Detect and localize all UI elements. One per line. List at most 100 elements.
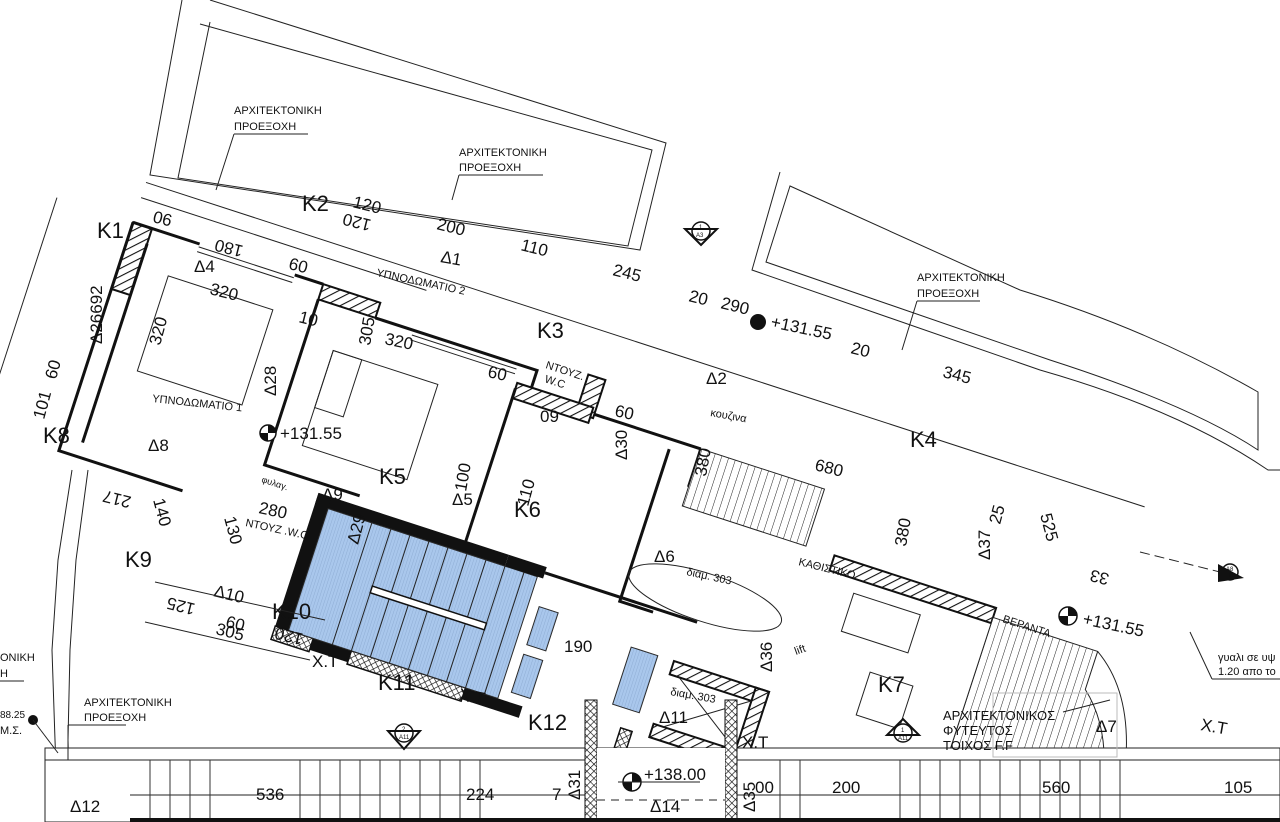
svg-text:Δ6: Δ6 xyxy=(654,547,675,566)
svg-text:ΑΡΧΙΤΕΚΤΟΝΙΚΗ: ΑΡΧΙΤΕΚΤΟΝΙΚΗ xyxy=(459,147,547,159)
svg-text:γυαλι σε υψ: γυαλι σε υψ xyxy=(1218,652,1276,664)
svg-text:00: 00 xyxy=(755,778,774,797)
svg-text:Μ.Σ.: Μ.Σ. xyxy=(0,725,22,737)
note-projection-3: ΑΡΧΙΤΕΚΤΟΝΙΚΗ ΠΡΟΕΞΟΧΗ xyxy=(901,272,1005,351)
svg-text:+138.00: +138.00 xyxy=(644,765,706,784)
dimensions-wc: 09 60 100 110 280 xyxy=(257,401,635,522)
corridor-width-1: διαμ. 303 xyxy=(685,566,732,587)
svg-text:190: 190 xyxy=(564,637,592,656)
svg-text:60: 60 xyxy=(486,362,508,385)
svg-text:60: 60 xyxy=(42,358,65,381)
svg-text:125: 125 xyxy=(165,593,197,618)
svg-text:ΠΡΟΕΞΟΧΗ: ΠΡΟΕΞΟΧΗ xyxy=(459,162,521,174)
level-marker-entry: +138.00 xyxy=(618,765,706,792)
svg-text:ΠΡΟΕΞΟΧΗ: ΠΡΟΕΞΟΧΗ xyxy=(917,288,979,300)
level-marker-balcony: +131.55 xyxy=(750,312,834,344)
svg-text:+131.55: +131.55 xyxy=(769,312,834,343)
svg-text:K10: K10 xyxy=(272,599,311,624)
svg-text:560: 560 xyxy=(1042,778,1070,797)
svg-text:20: 20 xyxy=(849,338,872,361)
svg-text:K6: K6 xyxy=(514,497,541,522)
svg-text:280: 280 xyxy=(257,498,289,522)
svg-text:10: 10 xyxy=(297,307,320,330)
svg-text:320: 320 xyxy=(208,279,240,304)
svg-text:ΑΡΧΙΤΕΚΤΟΝΙΚΗ: ΑΡΧΙΤΕΚΤΟΝΙΚΗ xyxy=(234,105,322,117)
svg-text:Δ5: Δ5 xyxy=(452,490,473,509)
svg-text:ΤΟΙΧΟΣ F.F: ΤΟΙΧΟΣ F.F xyxy=(943,738,1013,753)
corridor-width-2: διαμ. 303 xyxy=(669,686,716,706)
svg-text:345: 345 xyxy=(941,362,973,387)
level-marker-veranda: +131.55 xyxy=(1058,606,1146,641)
svg-text:K9: K9 xyxy=(125,547,152,572)
note-projection-2: ΑΡΧΙΤΕΚΤΟΝΙΚΗ ΠΡΟΕΞΟΧΗ xyxy=(451,147,547,201)
svg-text:09: 09 xyxy=(287,254,310,277)
svg-text:A3: A3 xyxy=(696,233,704,239)
note-planter-wall: ΑΡΧΙΤΕΚΤΟΝΙΚΟΣ ΦΥΤΕΥΤΟΣ ΤΟΙΧΟΣ F.F xyxy=(943,692,1118,758)
svg-text:Δ2: Δ2 xyxy=(706,369,727,388)
svg-text:Δ10: Δ10 xyxy=(212,581,246,607)
svg-text:680: 680 xyxy=(813,455,845,480)
svg-text:A11: A11 xyxy=(898,736,909,742)
svg-text:ΠΡΟΕΞΟΧΗ: ΠΡΟΕΞΟΧΗ xyxy=(84,712,146,724)
room-storage: φυλαγ. xyxy=(260,474,289,492)
svg-text:X.T: X.T xyxy=(312,652,338,671)
svg-text:Δ12: Δ12 xyxy=(70,797,100,816)
svg-text:60: 60 xyxy=(613,401,635,424)
dimensions-bottom-left: 125 09 120 305 xyxy=(144,581,326,661)
svg-text:Δ1: Δ1 xyxy=(439,247,463,269)
svg-text:130: 130 xyxy=(220,514,246,546)
projection-outline-top-right xyxy=(751,171,1280,471)
dimensions-stair: 190 xyxy=(564,637,592,656)
svg-text:ΑΡΧΙΤΕΚΤΟΝΙΚΗ: ΑΡΧΙΤΕΚΤΟΝΙΚΗ xyxy=(84,697,172,709)
wall-type-marks: X.T X.T X.T X.T xyxy=(312,652,1229,752)
svg-text:K11: K11 xyxy=(378,670,416,695)
svg-text:2: 2 xyxy=(402,727,406,733)
svg-text:290: 290 xyxy=(719,293,751,318)
note-projection-4: ΑΡΧΙΤΕΚΤΟΝΙΚΗ ΠΡΟΕΞΟΧΗ xyxy=(67,697,172,760)
svg-text:+131.55: +131.55 xyxy=(1081,609,1146,640)
svg-text:25: 25 xyxy=(986,503,1009,526)
svg-text:88.25: 88.25 xyxy=(0,710,25,721)
svg-text:20: 20 xyxy=(687,286,710,309)
svg-text:305: 305 xyxy=(355,315,379,346)
svg-text:ΠΡΟΕΞΟΧΗ: ΠΡΟΕΞΟΧΗ xyxy=(234,121,296,133)
svg-text:1.20 απο το: 1.20 απο το xyxy=(1218,666,1276,678)
note-glass-height: γυαλι σε υψ 1.20 απο το xyxy=(1189,631,1280,680)
svg-text:1: 1 xyxy=(901,728,905,734)
svg-text:06: 06 xyxy=(151,207,174,230)
svg-text:K5: K5 xyxy=(379,464,406,489)
svg-text:105: 105 xyxy=(1224,778,1252,797)
svg-text:Δ28: Δ28 xyxy=(261,366,280,396)
svg-text:09: 09 xyxy=(224,612,247,635)
section-marker-right: A8 1 xyxy=(1139,551,1244,582)
svg-text:200: 200 xyxy=(832,778,860,797)
column-labels: K1 K2 K3 K4 K5 K6 K7 K8 K9 K10 K11 K12 xyxy=(43,191,937,735)
svg-text:Η: Η xyxy=(0,668,8,680)
svg-text:Δ11: Δ11 xyxy=(659,708,688,727)
svg-text:K3: K3 xyxy=(537,318,564,343)
svg-text:A11: A11 xyxy=(399,735,410,741)
dimensions-top: 06 180 09 120 120 200 110 245 20 290 20 … xyxy=(151,192,973,387)
svg-text:7: 7 xyxy=(552,785,561,804)
svg-text:A8: A8 xyxy=(1226,567,1234,573)
svg-text:140: 140 xyxy=(149,496,175,528)
svg-text:180: 180 xyxy=(213,235,245,260)
section-marker-bottom-left: 2 A11 xyxy=(385,723,423,751)
svg-text:380: 380 xyxy=(891,516,915,547)
svg-text:K7: K7 xyxy=(878,672,905,697)
svg-text:Δ37: Δ37 xyxy=(975,530,994,560)
projection-outline-top-left xyxy=(149,0,667,251)
bottom-strip xyxy=(44,699,1280,822)
svg-text:Δ36: Δ36 xyxy=(757,642,776,672)
svg-text:320: 320 xyxy=(146,315,172,347)
dimensions-bottom-strip: 536 224 7 00 200 560 105 xyxy=(256,778,1252,804)
svg-text:+131.55: +131.55 xyxy=(280,424,342,443)
svg-text:X.T: X.T xyxy=(1199,715,1228,738)
svg-text:525: 525 xyxy=(1036,511,1062,543)
svg-text:K2: K2 xyxy=(302,191,329,216)
svg-text:101: 101 xyxy=(30,389,56,421)
svg-text:245: 245 xyxy=(611,260,643,285)
svg-text:X.T: X.T xyxy=(742,733,768,752)
note-ms-level: 88.25 Μ.Σ. xyxy=(0,710,59,754)
svg-text:Δ26692: Δ26692 xyxy=(87,285,106,344)
